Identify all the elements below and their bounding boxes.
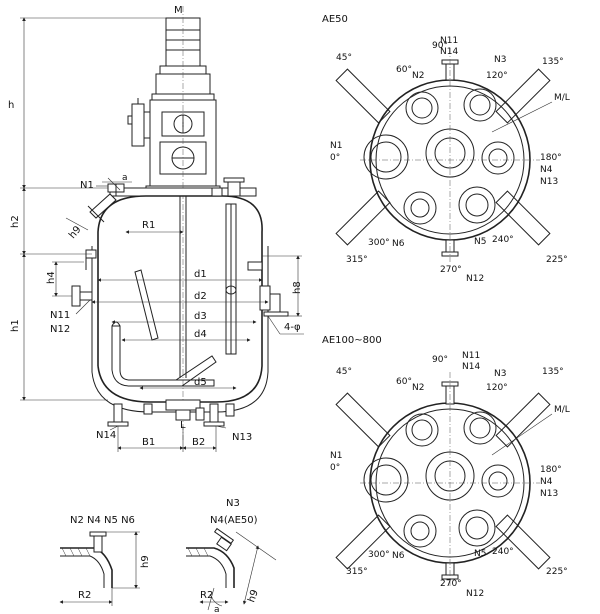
top2-n2: N2 [412, 383, 424, 393]
label-h2: h2 [10, 215, 21, 228]
nozzle-detail-1: N2 N4 N5 N6 h9 R2 [59, 515, 151, 606]
label-lugs: 4-φ [284, 322, 301, 333]
label-a-elevation: a [122, 173, 128, 183]
top2-a90: 90° [432, 355, 448, 365]
label-n12-elevation: N12 [50, 324, 70, 335]
top2-a300: 300° [368, 550, 390, 560]
label-n13-elevation: N13 [232, 432, 252, 443]
detail2-r2: R2 [200, 590, 213, 601]
nozzle-detail-2: N3 N4(AE50) h9 R2 a [186, 498, 277, 614]
top1-a45: 45° [336, 53, 352, 63]
vessel-elevation: M h h2 h1 h4 h8 h9 N1 a R1 d1 d2 d3 d4 d… [8, 5, 304, 452]
label-h9-main: h9 [67, 224, 84, 241]
seal-pot [131, 103, 145, 147]
top2-ml: M/L [554, 405, 570, 415]
label-h: h [8, 100, 14, 111]
top-view-ae50: AE50 90° N11 N14 45° 60° N2 N3 1 [322, 14, 570, 284]
top1-n11: N11 [440, 36, 458, 46]
label-h4: h4 [46, 271, 57, 284]
label-b1: B1 [142, 437, 155, 448]
top1-n13: N13 [540, 177, 558, 187]
label-d4: d4 [194, 329, 207, 340]
top2-n3: N3 [494, 369, 506, 379]
detail1-h9: h9 [140, 555, 151, 568]
top1-a180: 180° [540, 153, 562, 163]
top1-a270: 270° [440, 265, 462, 275]
label-d1: d1 [194, 269, 207, 280]
top1-n14: N14 [440, 47, 458, 57]
top2-n1: N1 [330, 451, 342, 461]
top2-a0: 0° [330, 463, 340, 473]
top2-title: AE100~800 [322, 335, 382, 346]
top1-a90: 90° [432, 41, 448, 51]
top1-n12: N12 [466, 274, 484, 284]
top1-a60: 60° [396, 65, 412, 75]
label-motor: M [174, 5, 183, 16]
top2-a120: 120° [486, 383, 508, 393]
top1-ml: M/L [554, 93, 570, 103]
top1-a135: 135° [542, 57, 564, 67]
label-d5: d5 [194, 377, 207, 388]
detail2-label1: N3 [226, 498, 240, 509]
label-n11-elevation: N11 [50, 310, 70, 321]
label-h8: h8 [292, 281, 303, 294]
top1-a300: 300° [368, 238, 390, 248]
top2-a180: 180° [540, 465, 562, 475]
label-n14-elevation: N14 [96, 430, 116, 441]
top2-a135: 135° [542, 367, 564, 377]
top2-a45: 45° [336, 367, 352, 377]
label-r1: R1 [142, 220, 155, 231]
top2-n14: N14 [462, 362, 480, 372]
top2-a60: 60° [396, 377, 412, 387]
label-h1: h1 [10, 319, 21, 332]
label-d2: d2 [194, 291, 207, 302]
label-n1-elevation: N1 [80, 180, 94, 191]
detail1-label: N2 N4 N5 N6 [70, 515, 135, 526]
top2-a315: 315° [346, 567, 368, 577]
top-view-ae100-800: AE100~800 90° N11 N14 45° 60° N2 N3 120°… [322, 335, 570, 599]
top1-n3: N3 [494, 55, 506, 65]
detail2-a: a [214, 605, 220, 614]
top1-title: AE50 [322, 14, 348, 25]
top1-a225: 225° [546, 255, 568, 265]
top1-a315: 315° [346, 255, 368, 265]
top2-a225: 225° [546, 567, 568, 577]
top1-n6: N6 [392, 239, 405, 249]
label-l: L [180, 420, 186, 431]
top2-n5: N5 [474, 549, 486, 559]
top1-a0: 0° [330, 153, 340, 163]
top1-a240: 240° [492, 235, 514, 245]
top2-n11: N11 [462, 351, 480, 361]
label-b2: B2 [192, 437, 205, 448]
detail2-h9: h9 [246, 588, 261, 604]
top2-a270: 270° [440, 579, 462, 589]
top1-n4: N4 [540, 165, 553, 175]
top1-a120: 120° [486, 71, 508, 81]
top2-a240: 240° [492, 547, 514, 557]
top1-n5: N5 [474, 237, 486, 247]
top2-n6: N6 [392, 551, 405, 561]
label-d3: d3 [194, 311, 207, 322]
top2-n13: N13 [540, 489, 558, 499]
top1-n1: N1 [330, 141, 342, 151]
top2-n4: N4 [540, 477, 553, 487]
detail2-label2: N4(AE50) [210, 515, 258, 526]
top1-n2: N2 [412, 71, 424, 81]
detail1-r2: R2 [78, 590, 91, 601]
top2-n12: N12 [466, 589, 484, 599]
